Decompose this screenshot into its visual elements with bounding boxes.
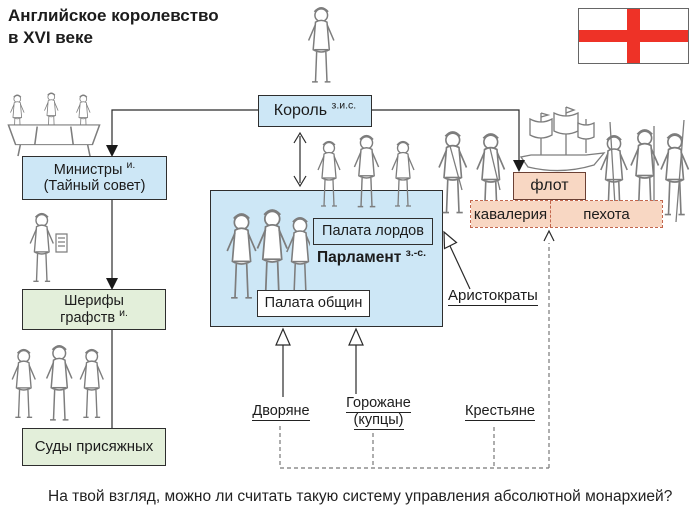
diagram-title: Английское королевство в XVI веке <box>8 5 219 49</box>
question-text: На твой взгляд, можно ли считать такую с… <box>48 488 673 505</box>
england-flag-icon <box>578 8 689 64</box>
fleet-box: флот <box>513 172 586 200</box>
sheriffs-footnote-mark: и. <box>119 306 128 319</box>
ministers-label-line1: Министры и. <box>53 158 136 178</box>
king-box: Король з.и.с. <box>258 95 372 127</box>
parliament-label-line: Парламент з.-с. <box>317 246 427 267</box>
aristocrats-to-lords-arrow <box>443 230 471 290</box>
sheriffs-label-line2: графств и. <box>60 306 128 326</box>
estates-to-army-arrowhead <box>543 229 555 242</box>
nobles-to-commons-arrow <box>275 327 291 397</box>
king-label-line: Король з.и.с. <box>273 99 357 120</box>
house-of-commons-label: Палата общин <box>264 295 363 312</box>
house-of-lords-box: Палата лордов <box>313 218 433 245</box>
king-label: Король <box>273 102 328 120</box>
privy-council-figures-icon <box>0 92 112 163</box>
king-figure-icon <box>292 2 346 99</box>
parliament-footnote-mark: з.-с. <box>405 246 427 259</box>
infantry-cell: пехота <box>551 201 662 227</box>
peasants-label: Крестьяне <box>465 403 535 421</box>
lords-figures-icon <box>310 132 422 223</box>
jury-courts-label: Суды присяжных <box>34 437 154 455</box>
diagram-title-line1: Английское королевство <box>8 6 219 25</box>
sheriff-with-scroll-icon <box>20 206 74 295</box>
townspeople-label: Горожане (купцы) <box>336 395 421 430</box>
jury-courts-box: Суды присяжных <box>22 428 166 466</box>
cavalry-infantry-box: кавалерия пехота <box>470 200 663 228</box>
sheriffs-box: Шерифы графств и. <box>22 289 166 330</box>
king-to-ministers-connector <box>106 109 258 157</box>
ministers-label: Министры <box>53 161 123 178</box>
infantry-label: пехота <box>583 205 630 223</box>
ministers-footnote-mark: и. <box>126 158 136 171</box>
jury-court-figures-icon <box>4 340 112 433</box>
house-of-lords-label: Палата лордов <box>322 223 424 240</box>
townspeople-to-commons-arrow <box>348 327 364 394</box>
house-of-commons-box: Палата общин <box>257 290 370 317</box>
warship-icon <box>515 104 607 181</box>
cavalry-cell: кавалерия <box>471 201 551 227</box>
nobles-label: Дворяне <box>252 403 310 421</box>
sheriffs-label: графств <box>60 309 116 326</box>
cavalry-label: кавалерия <box>473 205 548 223</box>
king-parliament-two-way-arrow <box>293 131 307 188</box>
ministers-label-line2: (Тайный совет) <box>43 178 146 194</box>
fleet-label: флот <box>530 177 569 195</box>
parliament-label: Парламент <box>317 249 402 266</box>
sheriffs-label-line1: Шерифы <box>64 293 124 310</box>
flag-cross-horizontal <box>579 30 688 42</box>
king-footnote-mark: з.и.с. <box>331 99 357 112</box>
diagram-title-line2: в XVI веке <box>8 27 93 47</box>
townspeople-label-line1: Горожане <box>346 395 411 413</box>
ministers-box: Министры и. (Тайный совет) <box>22 156 167 200</box>
aristocrats-label: Аристократы <box>448 287 538 306</box>
ministers-to-sheriffs-connector <box>106 200 118 290</box>
townspeople-label-line2: (купцы) <box>353 411 404 430</box>
